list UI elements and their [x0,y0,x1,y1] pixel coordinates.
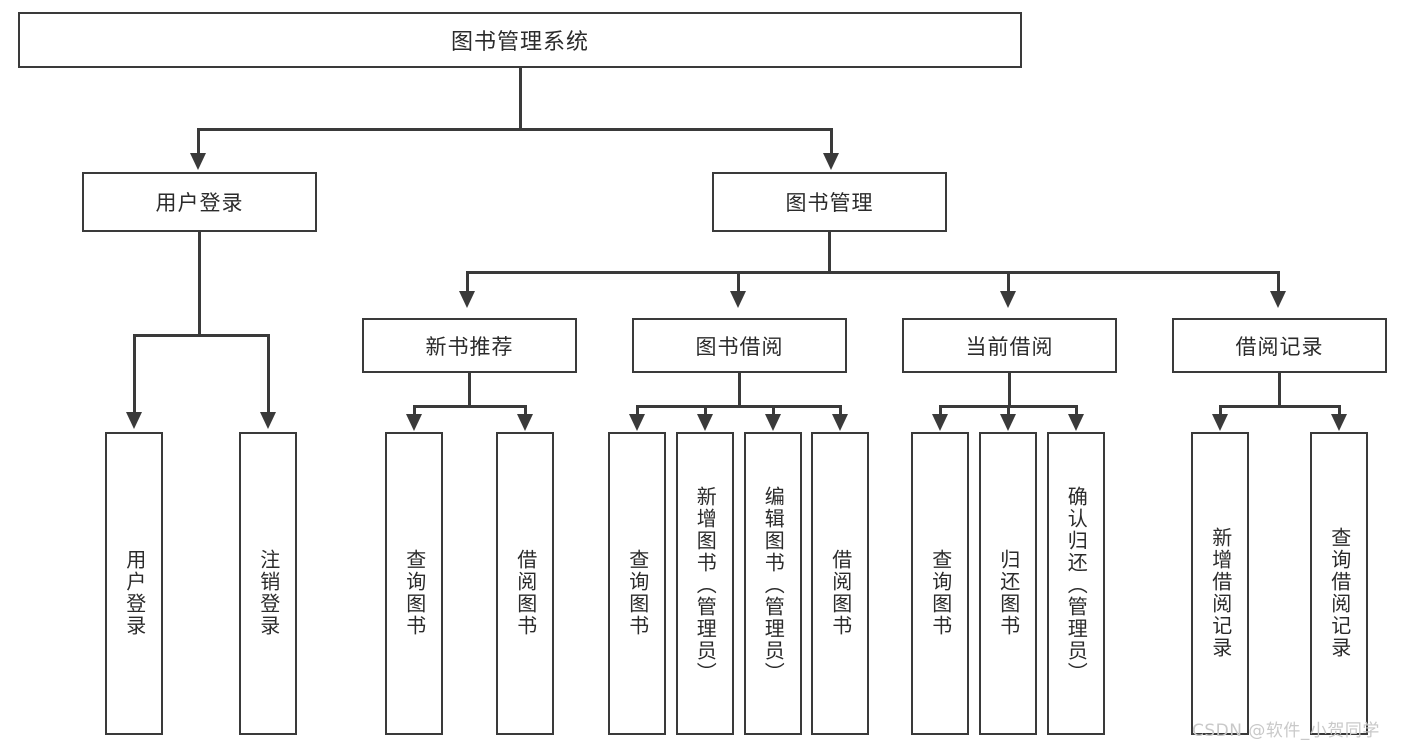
edge-nbr-bus [413,405,527,408]
edge-bb-bus [636,405,842,408]
edge-user-login-drop-1 [133,334,136,414]
edge-nbr-drop-2 [524,405,527,417]
edge-root-drop-right [830,128,833,156]
node-new-book-recommend[interactable]: 新书推荐 [362,318,577,373]
edge-cb-drop-2 [1007,405,1010,417]
arrow-cb-leaf-1 [932,414,948,431]
node-user-login[interactable]: 用户登录 [82,172,317,232]
leaf-nbr-query-book[interactable]: 查询图书 [385,432,443,735]
edge-bb-drop-3 [772,405,775,417]
leaf-label: 新增图书（管理员） [693,485,718,684]
node-book-borrow[interactable]: 图书借阅 [632,318,847,373]
node-label: 图书管理系统 [450,30,589,55]
edge-book-management-stem [828,232,831,274]
edge-bb-drop-2 [704,405,707,417]
arrow-to-book-borrow [730,291,746,308]
edge-br-drop-2 [1338,405,1341,417]
edge-br-stem [1278,373,1281,408]
leaf-bb-edit-book-admin[interactable]: 编辑图书（管理员） [744,432,802,735]
leaf-cb-return-book[interactable]: 归还图书 [979,432,1037,735]
arrow-br-leaf-1 [1212,414,1228,431]
edge-cb-drop-3 [1075,405,1078,417]
node-label: 图书管理 [785,191,874,215]
edge-cb-drop-1 [939,405,942,417]
edge-root-stem [519,68,522,130]
edge-cb-stem [1008,373,1011,408]
leaf-logout[interactable]: 注销登录 [239,432,297,735]
node-label: 新书推荐 [425,334,514,359]
edge-br-drop-1 [1219,405,1222,417]
node-label: 用户登录 [155,191,244,215]
arrow-to-user-login-leaf [126,412,142,429]
csdn-watermark: CSDN @软件_小贺同学 [1192,721,1380,741]
edge-book-management-bus [466,271,1280,274]
edge-user-login-drop-2 [267,334,270,414]
edge-user-login-bus [133,334,270,337]
arrow-br-leaf-2 [1331,414,1347,431]
node-current-borrow[interactable]: 当前借阅 [902,318,1117,373]
node-label: 当前借阅 [965,334,1054,359]
arrow-cb-leaf-3 [1068,414,1084,431]
leaf-br-add-record[interactable]: 新增借阅记录 [1191,432,1249,735]
arrow-to-new-book-recommend [459,291,475,308]
arrow-to-user-login [190,153,206,170]
leaf-label: 查询图书 [625,548,650,637]
node-book-management[interactable]: 图书管理 [712,172,947,232]
node-label: 图书借阅 [695,334,784,359]
node-borrow-record[interactable]: 借阅记录 [1172,318,1387,373]
leaf-label: 查询借阅记录 [1327,526,1352,659]
arrow-to-book-management [823,153,839,170]
leaf-label: 编辑图书（管理员） [761,485,786,684]
leaf-label: 注销登录 [256,548,281,637]
arrow-to-borrow-record [1270,291,1286,308]
arrow-bb-leaf-4 [832,414,848,431]
edge-l3-drop-3 [1007,271,1010,293]
edge-user-login-stem [198,232,201,337]
leaf-bb-query-book[interactable]: 查询图书 [608,432,666,735]
leaf-label: 借阅图书 [513,548,538,637]
leaf-label: 查询图书 [928,548,953,637]
arrow-cb-leaf-2 [1000,414,1016,431]
leaf-nbr-borrow-book[interactable]: 借阅图书 [496,432,554,735]
leaf-bb-add-book-admin[interactable]: 新增图书（管理员） [676,432,734,735]
leaf-br-query-record[interactable]: 查询借阅记录 [1310,432,1368,735]
arrow-nbr-leaf-2 [517,414,533,431]
arrow-bb-leaf-2 [697,414,713,431]
leaf-label: 确认归还（管理员） [1064,485,1089,684]
arrow-nbr-leaf-1 [406,414,422,431]
edge-root-bus [197,128,833,131]
leaf-cb-confirm-return-admin[interactable]: 确认归还（管理员） [1047,432,1105,735]
leaf-label: 新增借阅记录 [1208,526,1233,659]
edge-root-drop-left [197,128,200,156]
arrow-to-current-borrow [1000,291,1016,308]
edge-bb-drop-4 [839,405,842,417]
arrow-to-logout-leaf [260,412,276,429]
edge-l3-drop-4 [1277,271,1280,293]
edge-nbr-drop-1 [413,405,416,417]
node-root-book-management-system[interactable]: 图书管理系统 [18,12,1022,68]
arrow-bb-leaf-1 [629,414,645,431]
leaf-user-login[interactable]: 用户登录 [105,432,163,735]
leaf-bb-borrow-book[interactable]: 借阅图书 [811,432,869,735]
edge-l3-drop-1 [466,271,469,293]
edge-l3-drop-2 [737,271,740,293]
node-label: 借阅记录 [1235,334,1324,359]
leaf-label: 查询图书 [402,548,427,637]
edge-nbr-stem [468,373,471,408]
edge-bb-drop-1 [636,405,639,417]
leaf-label: 归还图书 [996,548,1021,637]
edge-br-bus [1219,405,1341,408]
arrow-bb-leaf-3 [765,414,781,431]
leaf-cb-query-book[interactable]: 查询图书 [911,432,969,735]
edge-bb-stem [738,373,741,408]
leaf-label: 借阅图书 [828,548,853,637]
leaf-label: 用户登录 [122,548,147,637]
